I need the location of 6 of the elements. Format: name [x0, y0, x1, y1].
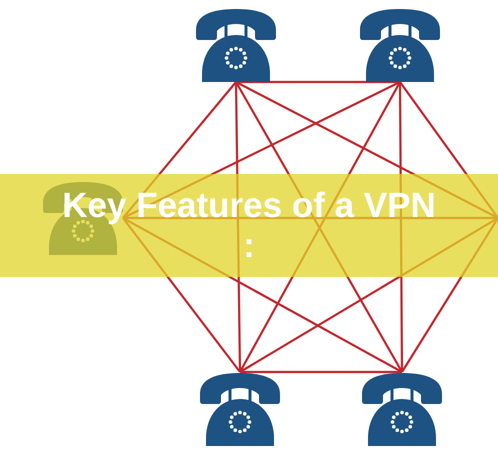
telephone-icon	[200, 372, 280, 446]
telephone-icon	[196, 8, 276, 82]
telephone-icon	[360, 8, 440, 82]
telephone-icon	[362, 372, 442, 446]
connection-line	[240, 370, 402, 374]
title: Key Features of a VPN :	[61, 186, 437, 266]
